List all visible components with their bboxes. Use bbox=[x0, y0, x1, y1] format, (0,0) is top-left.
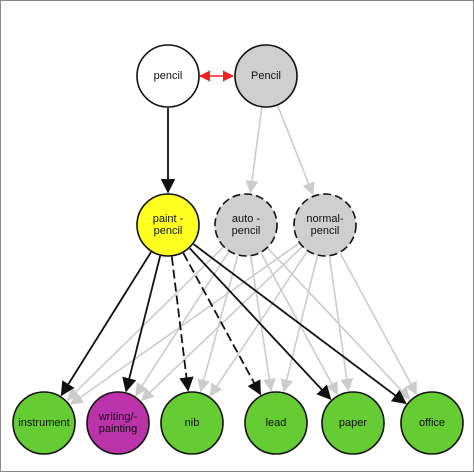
node-circle-writing-painting bbox=[86, 391, 150, 455]
node-label-nib: nib bbox=[185, 417, 200, 429]
edge-auto-pencil-to-instrument bbox=[66, 246, 224, 401]
node-lead: lead bbox=[244, 391, 308, 455]
node-auto-pencil: auto -pencil bbox=[214, 193, 278, 257]
node-circle-normal-pencil bbox=[293, 193, 357, 257]
node-label-instrument: instrument bbox=[18, 417, 69, 429]
edges-layer bbox=[60, 70, 418, 405]
node-label-paper: paper bbox=[339, 417, 367, 429]
node-label-normal-pencil: pencil bbox=[311, 225, 340, 237]
node-label-office: office bbox=[419, 417, 445, 429]
edge-auto-pencil-to-writing-painting bbox=[135, 251, 230, 397]
edge-paint-pencil-to-writing-painting bbox=[122, 255, 162, 393]
node-circle-office bbox=[400, 391, 464, 455]
node-circle-Pencil bbox=[234, 44, 298, 108]
node-instrument: instrument bbox=[12, 391, 76, 455]
node-label-writing-painting: painting bbox=[99, 423, 138, 435]
node-circle-lead bbox=[244, 391, 308, 455]
node-paper: paper bbox=[321, 391, 385, 455]
node-writing-painting: writing/-painting bbox=[86, 391, 150, 455]
edge-normal-pencil-to-office bbox=[339, 252, 418, 396]
node-nib: nib bbox=[160, 391, 224, 455]
edge-paint-pencil-to-office bbox=[193, 243, 407, 405]
node-label-normal-pencil: normal- bbox=[306, 213, 344, 225]
node-circle-paper bbox=[321, 391, 385, 455]
node-circle-paint-pencil bbox=[136, 193, 200, 257]
node-label-pencil: pencil bbox=[154, 70, 183, 82]
node-label-writing-painting: writing/- bbox=[98, 411, 138, 423]
edge-normal-pencil-to-paper bbox=[328, 256, 354, 392]
edge-Pencil-to-normal-pencil bbox=[277, 105, 315, 196]
node-circle-auto-pencil bbox=[214, 193, 278, 257]
edge-paint-pencil-to-lead bbox=[182, 252, 261, 396]
node-pencil: pencil bbox=[136, 44, 200, 108]
node-circle-nib bbox=[160, 391, 224, 455]
node-label-auto-pencil: auto - bbox=[232, 213, 260, 225]
node-office: office bbox=[400, 391, 464, 455]
node-normal-pencil: normal-pencil bbox=[293, 193, 357, 257]
node-label-paint-pencil: paint - bbox=[153, 213, 184, 225]
node-Pencil: Pencil bbox=[234, 44, 298, 108]
node-label-lead: lead bbox=[266, 417, 287, 429]
edge-normal-pencil-to-nib bbox=[209, 251, 308, 397]
node-label-auto-pencil: pencil bbox=[232, 225, 261, 237]
edge-paint-pencil-to-instrument bbox=[60, 251, 152, 397]
edge-Pencil-to-auto-pencil bbox=[245, 107, 263, 194]
node-label-Pencil: Pencil bbox=[251, 70, 281, 82]
node-circle-instrument bbox=[12, 391, 76, 455]
edge-auto-pencil-to-nib bbox=[197, 255, 239, 393]
node-label-paint-pencil: pencil bbox=[154, 225, 183, 237]
edge-paint-pencil-to-nib bbox=[170, 256, 194, 392]
node-circle-pencil bbox=[136, 44, 200, 108]
edge-normal-pencil-to-instrument bbox=[69, 242, 300, 405]
node-paint-pencil: paint -pencil bbox=[136, 193, 200, 257]
edge-paint-pencil-to-paper bbox=[189, 247, 332, 400]
